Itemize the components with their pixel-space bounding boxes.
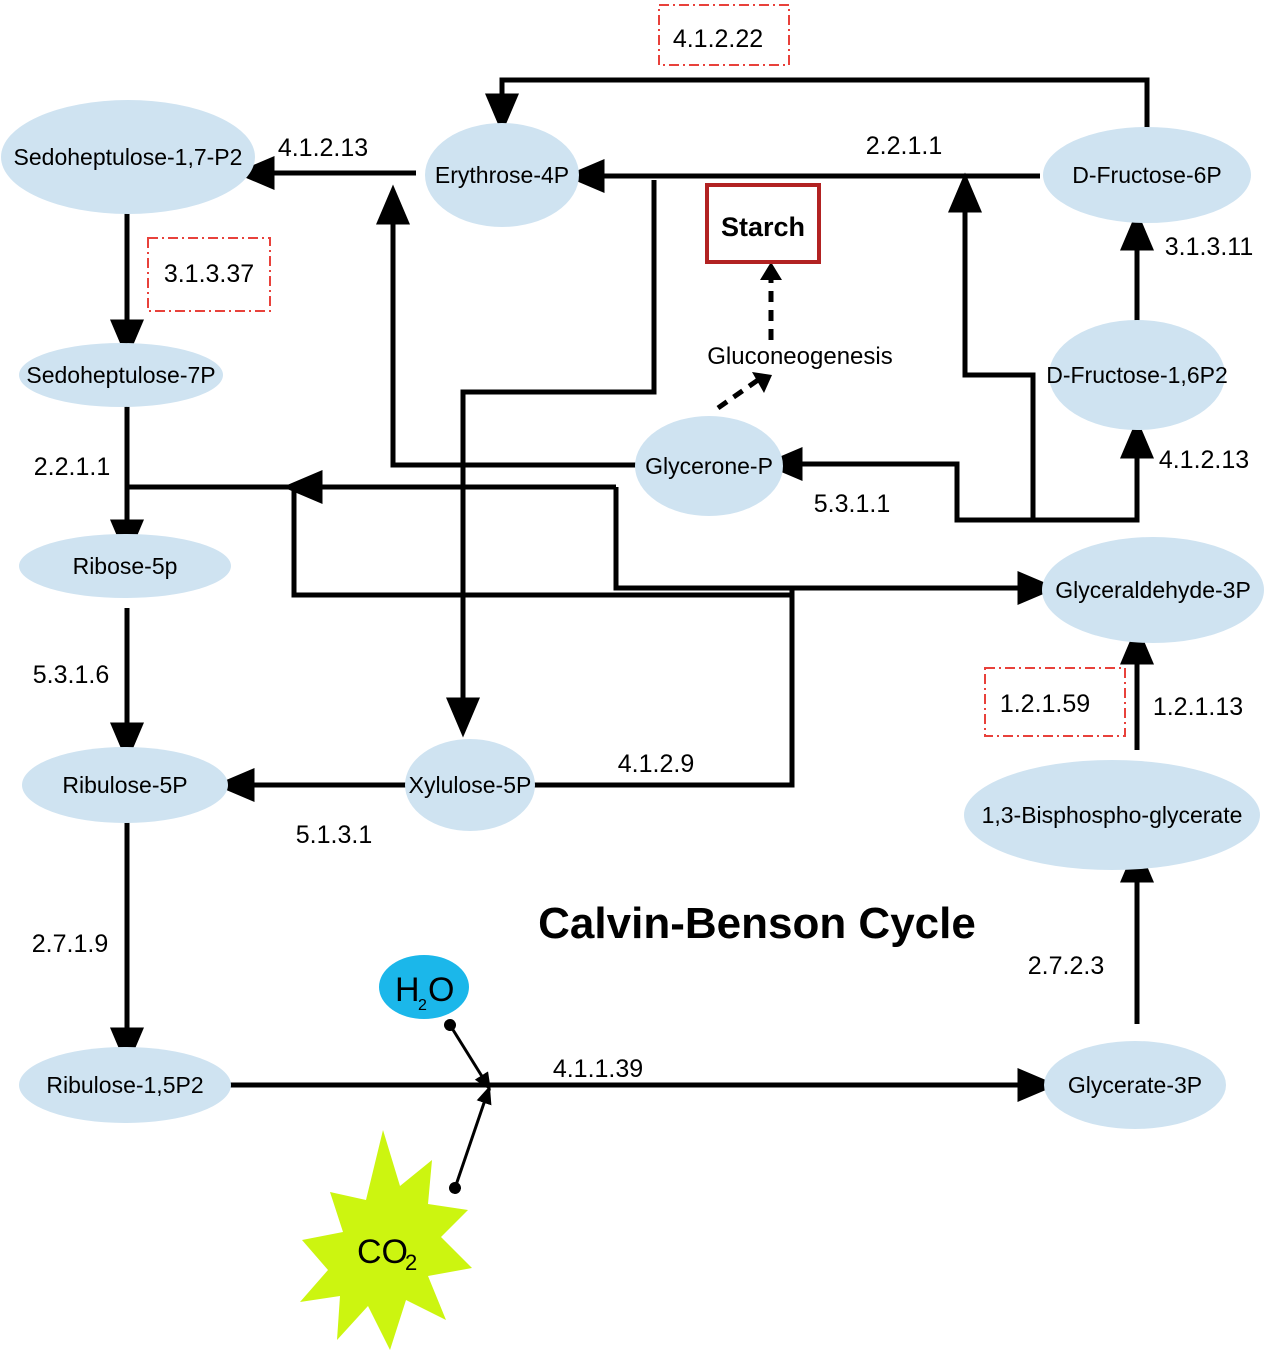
edge-dhap-to-gluconeogenesis [716,377,760,411]
starch-label: Starch [721,212,805,242]
edge-to-gap [613,487,1058,605]
node-shape [1,100,255,214]
enzyme-label-2-2-1-1-left: 2.2.1.1 [34,453,110,481]
metabolite-label: D-Fructose-6P [1072,162,1222,188]
node-sedoheptulose-7p[interactable]: Sedoheptulose-7P [19,343,223,407]
water-o: O [428,971,454,1009]
node-shape [22,747,228,823]
highlight-border [147,237,271,312]
metabolite-label: Ribulose-1,5P2 [46,1072,203,1098]
diagram-title: Calvin-Benson Cycle [538,899,976,948]
node-shape [1042,537,1264,643]
enzyme-label-4-1-2-9: 4.1.2.9 [618,750,694,778]
enzyme-label-5-3-1-6: 5.3.1.6 [33,661,109,689]
highlight-3-1-3-37[interactable]: 3.1.3.37 [147,237,271,312]
node-sedoheptulose-17p2[interactable]: Sedoheptulose-1,7-P2 [1,100,255,214]
enzyme-label-3-1-3-11: 3.1.3.11 [1165,233,1254,261]
edge-to-glycerone-p [762,447,1030,523]
enzyme-label-4-1-2-13-top: 4.1.2.13 [278,134,368,162]
enzyme-label: 3.1.3.37 [164,260,254,288]
node-shape [1049,320,1225,430]
node-shape [405,739,535,831]
pathway-edges [110,77,1154,1194]
node-glycerone-p[interactable]: Glycerone-P [635,416,783,516]
metabolite-label: Glycerate-3P [1068,1072,1202,1098]
node-d-fructose-6p[interactable]: D-Fructose-6P [1043,127,1251,223]
enzyme-label-2-2-1-1-top: 2.2.1.1 [866,132,942,160]
node-shape [19,1047,231,1123]
highlight-border [658,4,790,66]
starch-border [705,183,821,264]
enzyme-label-1-2-1-13: 1.2.1.13 [1153,693,1243,721]
metabolite-nodes: Sedoheptulose-1,7-P2 Erythrose-4P D-Fruc… [1,100,1264,1129]
metabolite-label: Sedoheptulose-1,7-P2 [14,144,243,170]
node-ribulose-15p2[interactable]: Ribulose-1,5P2 [19,1047,231,1123]
node-d-fructose-16p2[interactable]: D-Fructose-1,6P2 [1046,320,1228,430]
metabolite-label: Glycerone-P [645,453,773,479]
node-glyceraldehyde-3p[interactable]: Glyceraldehyde-3P [1042,537,1264,643]
starch-arrowhead [760,262,782,280]
highlight-border [984,667,1126,737]
highlight-1-2-1-59[interactable]: 1.2.1.59 [984,667,1126,737]
water-shape [379,955,469,1019]
enzyme-label-5-1-3-1: 5.1.3.1 [296,821,372,849]
edge-e4p-to-xu5p [446,180,657,738]
node-erythrose-4p[interactable]: Erythrose-4P [425,123,579,227]
edge-to-f6p [948,172,1036,520]
metabolite-label: D-Fructose-1,6P2 [1046,362,1228,388]
node-ribulose-5p[interactable]: Ribulose-5P [22,747,228,823]
co2-starburst [300,1130,472,1350]
water-molecule: H 2 O [379,955,469,1019]
metabolite-label: Xylulose-5P [409,772,532,798]
enzyme-label-4-1-1-39: 4.1.1.39 [553,1055,643,1083]
co2-subscript: 2 [405,1250,417,1275]
edge-f6p-to-e4p-top [485,77,1150,134]
node-shape [19,534,231,598]
node-shape [19,343,223,407]
metabolite-label: Ribose-5p [73,553,178,579]
edge-to-fbp [1030,418,1154,523]
enzyme-label-5-3-1-1: 5.3.1.1 [814,490,890,518]
water-connector [444,1019,491,1091]
node-shape [1043,127,1251,223]
co2-connector [449,1085,492,1194]
enzyme-label: 1.2.1.59 [1000,690,1090,718]
edge-xu5p-to-junction [532,588,795,788]
metabolite-label: Glyceraldehyde-3P [1055,577,1251,603]
highlight-4-1-2-22[interactable]: 4.1.2.22 [658,4,790,66]
edge-junction-left [291,487,792,598]
node-shape [964,760,1260,870]
metabolite-label: Sedoheptulose-7P [26,362,215,388]
node-shape [425,123,579,227]
metabolite-label: 1,3-Bisphospho-glycerate [982,802,1243,828]
enzyme-label-2-7-2-3: 2.7.2.3 [1028,952,1104,980]
enzyme-label-4-1-2-13-right: 4.1.2.13 [1159,446,1249,474]
node-ribose-5p[interactable]: Ribose-5p [19,534,231,598]
water-h: H [395,971,420,1009]
co2-molecule: CO 2 [300,1130,472,1350]
gluconeogenesis-arrowhead [752,372,772,393]
metabolite-label: Erythrose-4P [435,162,569,188]
node-shape [635,416,783,516]
node-glycerate-3p[interactable]: Glycerate-3P [1044,1041,1226,1129]
edge-dhap-to-e4p [376,184,636,468]
enzyme-labels: 4.1.2.13 2.2.1.1 3.1.3.11 2.2.1.1 4.1.2.… [32,132,1253,1083]
co2-main: CO [357,1233,408,1271]
water-subscript: 2 [418,997,427,1014]
node-bisphosphoglycerate[interactable]: 1,3-Bisphospho-glycerate [964,760,1260,870]
enzyme-label: 4.1.2.22 [673,25,763,53]
starch-box[interactable]: Starch [705,183,821,264]
enzyme-label-2-7-1-9: 2.7.1.9 [32,930,108,958]
gluconeogenesis-label: Gluconeogenesis [707,343,892,370]
node-shape [1044,1041,1226,1129]
node-xylulose-5p[interactable]: Xylulose-5P [405,739,535,831]
metabolite-label: Ribulose-5P [62,772,187,798]
